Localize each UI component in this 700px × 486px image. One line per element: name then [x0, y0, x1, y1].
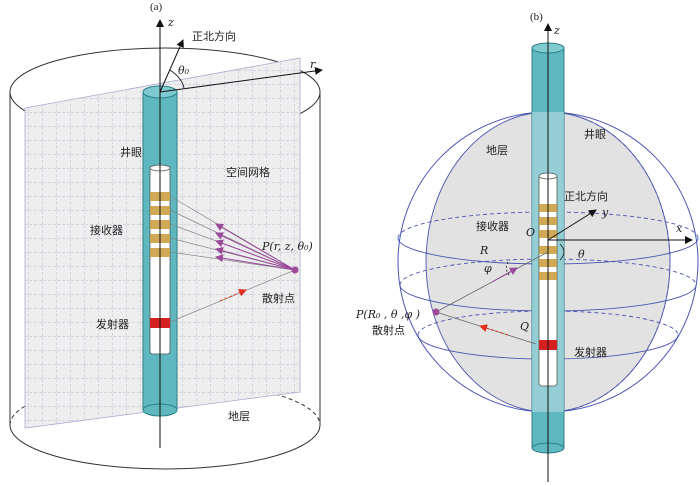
- receiver-rays-a: [169, 195, 296, 271]
- transmitter-ray-a: [169, 269, 296, 323]
- theta0-arc: [169, 69, 185, 89]
- origin-Q-label: Q: [520, 320, 529, 333]
- z-axis-label-a: z: [167, 16, 174, 29]
- phi-label-b: φ: [484, 262, 492, 275]
- borehole-label-b: 井眼: [584, 127, 606, 141]
- panel-b: (b): [355, 11, 699, 482]
- formation-label-b: 地层: [486, 144, 508, 157]
- origin-O-label: O: [526, 226, 535, 239]
- theta-arc-b: [559, 243, 565, 261]
- spatial-grid-label: 空间网格: [226, 165, 270, 179]
- r-axis-label-a: r: [310, 58, 316, 71]
- phi-arc-b: [506, 261, 511, 277]
- theta-label-b: θ: [578, 248, 585, 261]
- panel-a: (a): [9, 1, 323, 470]
- r-axis-a: [159, 66, 323, 93]
- panel-a-tag: (a): [150, 1, 163, 13]
- north-arrow-a: [159, 39, 184, 93]
- scatter-point-a: [291, 266, 299, 274]
- radius-R-arrow: [491, 267, 518, 283]
- north-arrow-b: [547, 209, 597, 241]
- receiver-label-a: 接收器: [90, 223, 123, 237]
- point-label-b: P(R₀ , θ ,φ ): [355, 308, 420, 321]
- transmitter-label-a: 发射器: [96, 317, 129, 331]
- radius-R-label: R: [479, 244, 488, 257]
- point-label-a: P(r, z, θ₀): [261, 240, 313, 253]
- receiver-label-b: 接收器: [476, 219, 509, 233]
- scatter-point-b: [432, 308, 440, 316]
- theta0-label: θ₀: [178, 64, 190, 77]
- y-axis-label-b: y: [601, 206, 609, 219]
- formation-label-a: 地层: [228, 410, 250, 423]
- north-dir-label-a: 正北方向: [192, 29, 236, 43]
- x-axis-label-b: x: [676, 222, 683, 235]
- scatter-point-label-a: 散射点: [262, 291, 295, 305]
- z-axis-label-b: z: [553, 24, 560, 37]
- borehole-label-a: 井眼: [120, 145, 142, 159]
- scatter-point-label-b: 散射点: [372, 323, 405, 337]
- panel-b-tag: (b): [530, 11, 543, 23]
- transmitter-label-b: 发射器: [574, 345, 607, 359]
- north-dir-label-b: 正北方向: [564, 189, 608, 203]
